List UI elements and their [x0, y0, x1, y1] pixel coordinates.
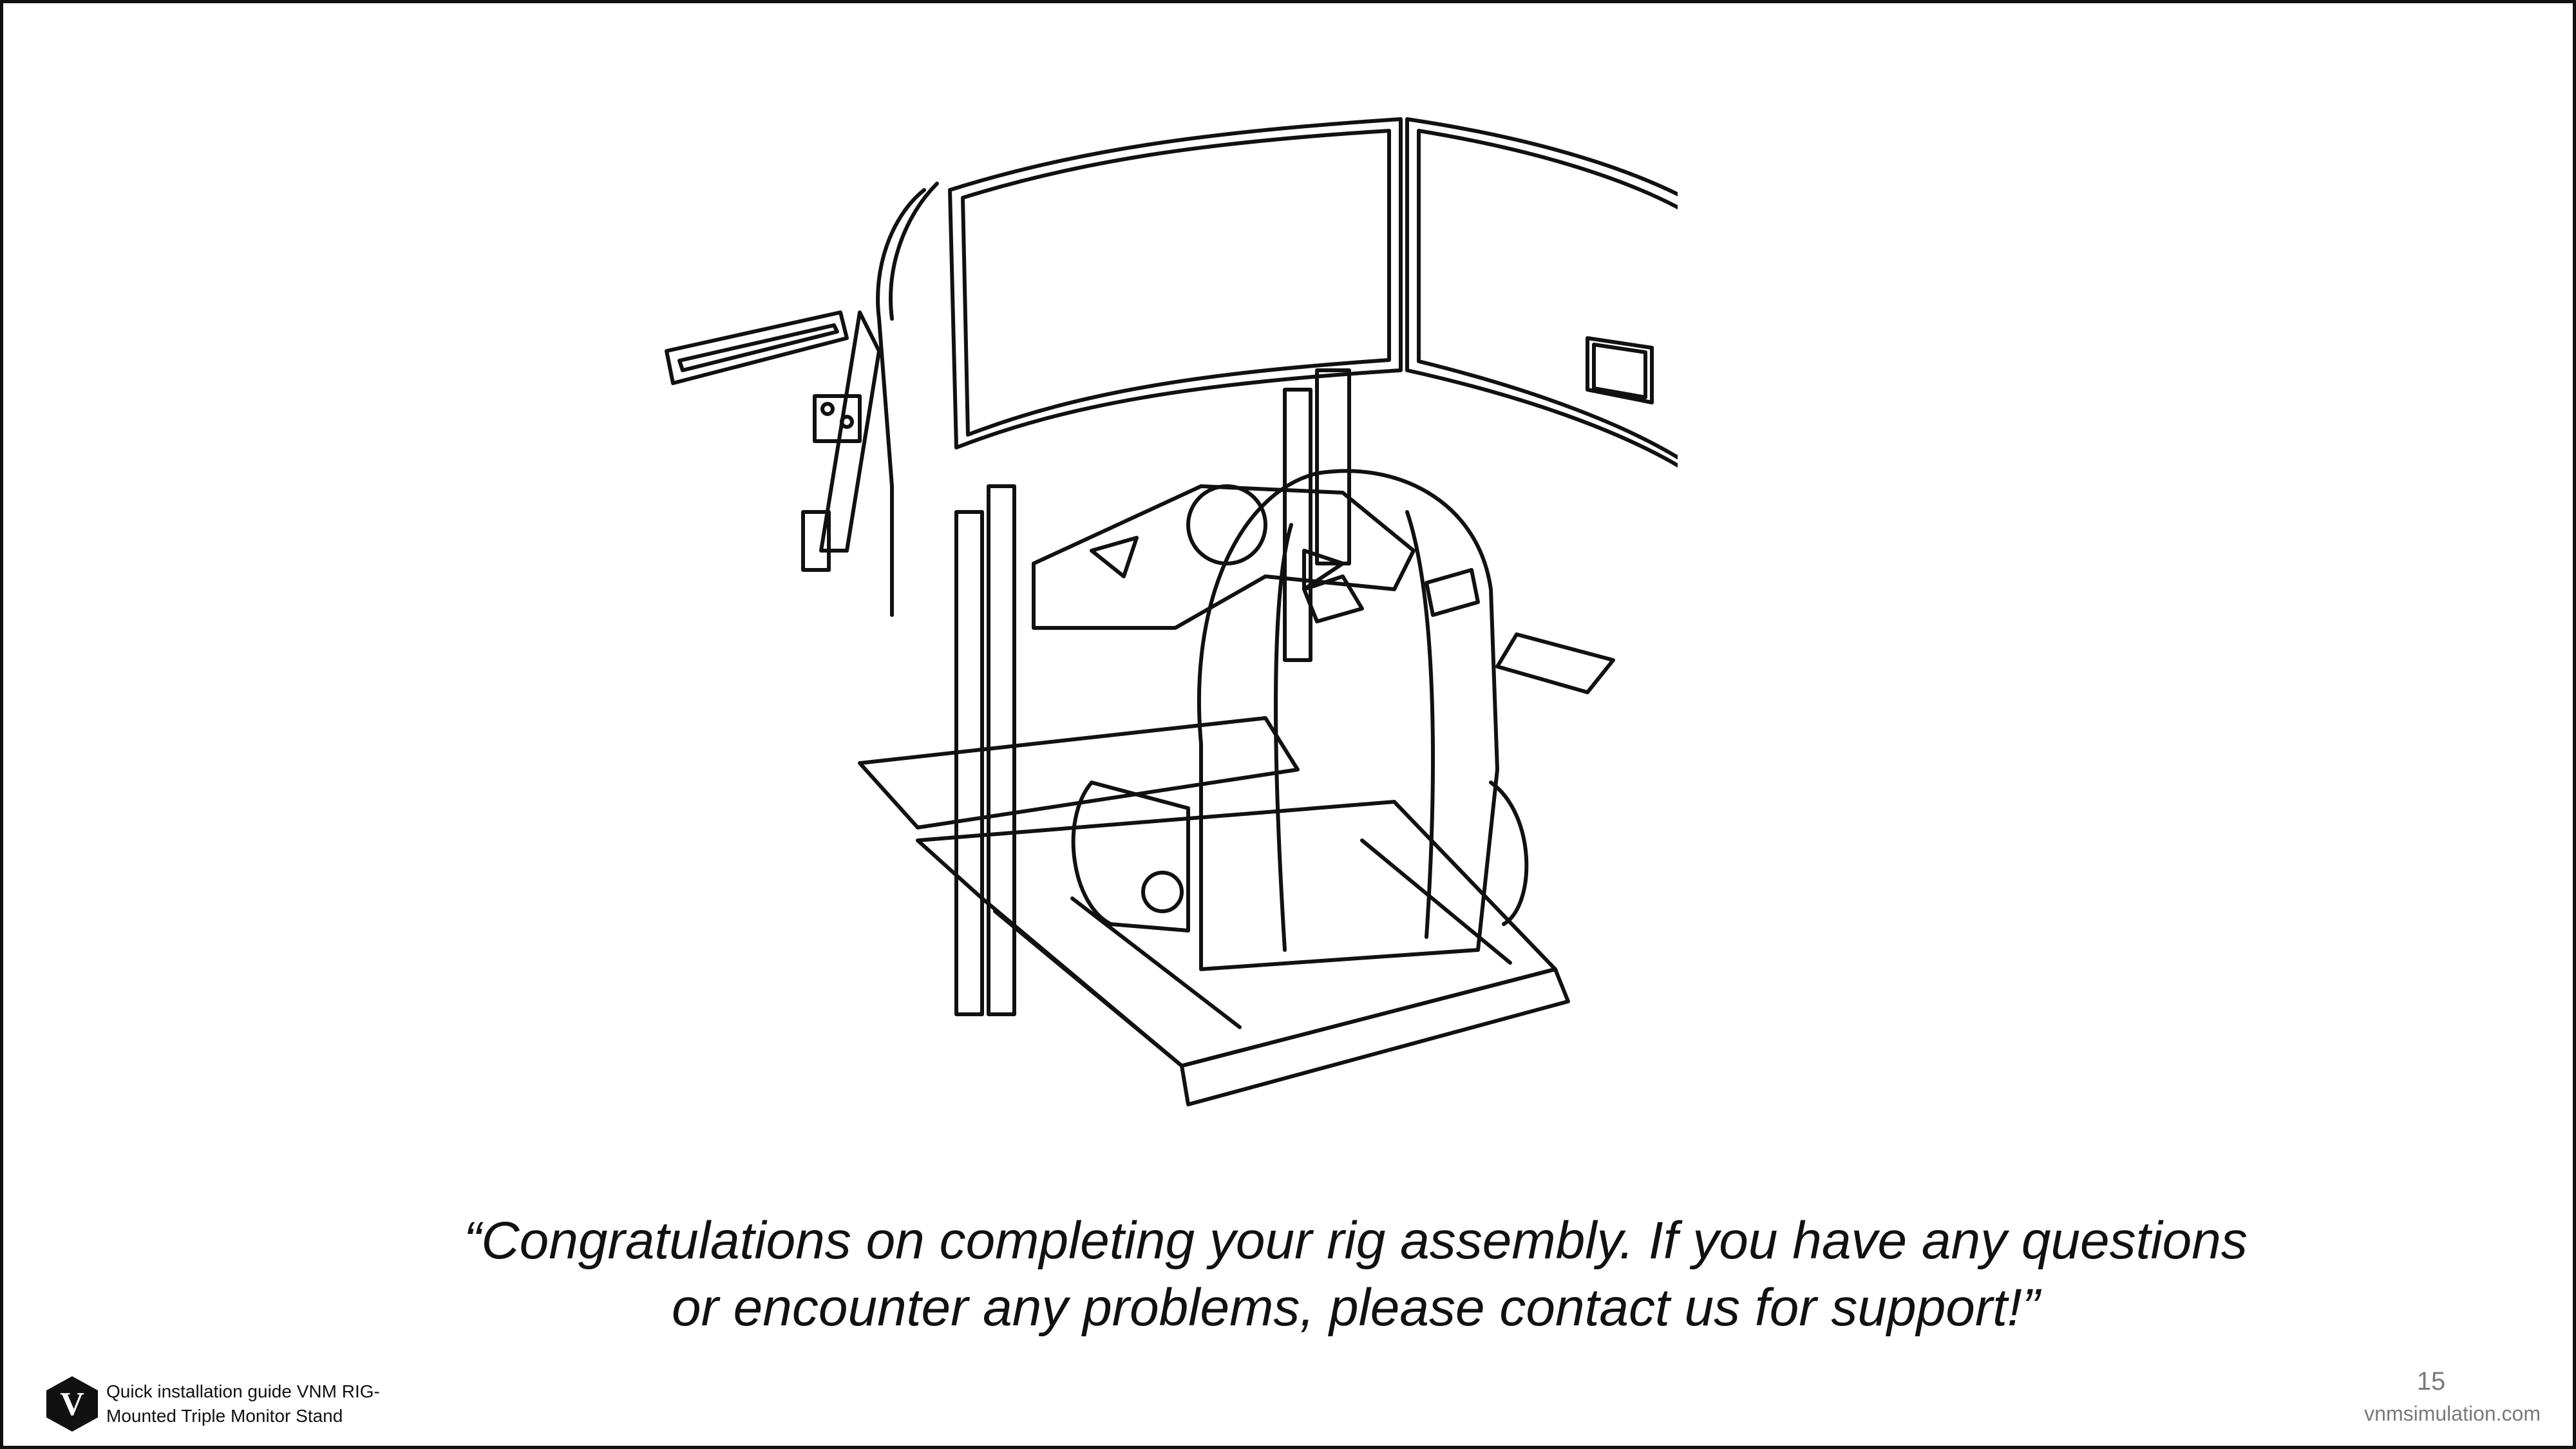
- right-side-arm: [1586, 336, 1654, 404]
- bucket-seat: [1071, 469, 1529, 971]
- v-hexagon-icon: V: [46, 1376, 98, 1432]
- footer-branding: V Quick installation guide VNM RIG- Moun…: [44, 1375, 441, 1433]
- vertical-posts: [954, 368, 1351, 1016]
- quote-line-1: “Congratulations on completing your rig …: [464, 1211, 2248, 1270]
- guide-title-line-2: Mounted Triple Monitor Stand: [106, 1406, 343, 1426]
- left-side-arm: [665, 310, 881, 572]
- monitor-bracket: [1032, 484, 1416, 630]
- logo-letter: V: [60, 1386, 84, 1423]
- closing-quote: “Congratulations on completing your rig …: [196, 1208, 2515, 1341]
- quote-line-2: or encounter any problems, please contac…: [671, 1278, 2040, 1337]
- vnm-logo: V: [44, 1375, 100, 1433]
- rig-illustration: [621, 100, 1678, 1117]
- website-link[interactable]: vnmsimulation.com: [2364, 1402, 2541, 1425]
- rig-line-drawing: [665, 117, 1678, 1106]
- center-monitor: [948, 117, 1403, 450]
- page-number: 15: [2416, 1367, 2446, 1396]
- left-monitor: [876, 182, 939, 617]
- base-frame: [858, 716, 1570, 1106]
- guide-title-line-1: Quick installation guide VNM RIG-: [106, 1381, 380, 1401]
- pedal-plate: [1495, 632, 1615, 694]
- guide-title: Quick installation guide VNM RIG- Mounte…: [106, 1379, 441, 1428]
- right-monitor: [1405, 117, 1678, 468]
